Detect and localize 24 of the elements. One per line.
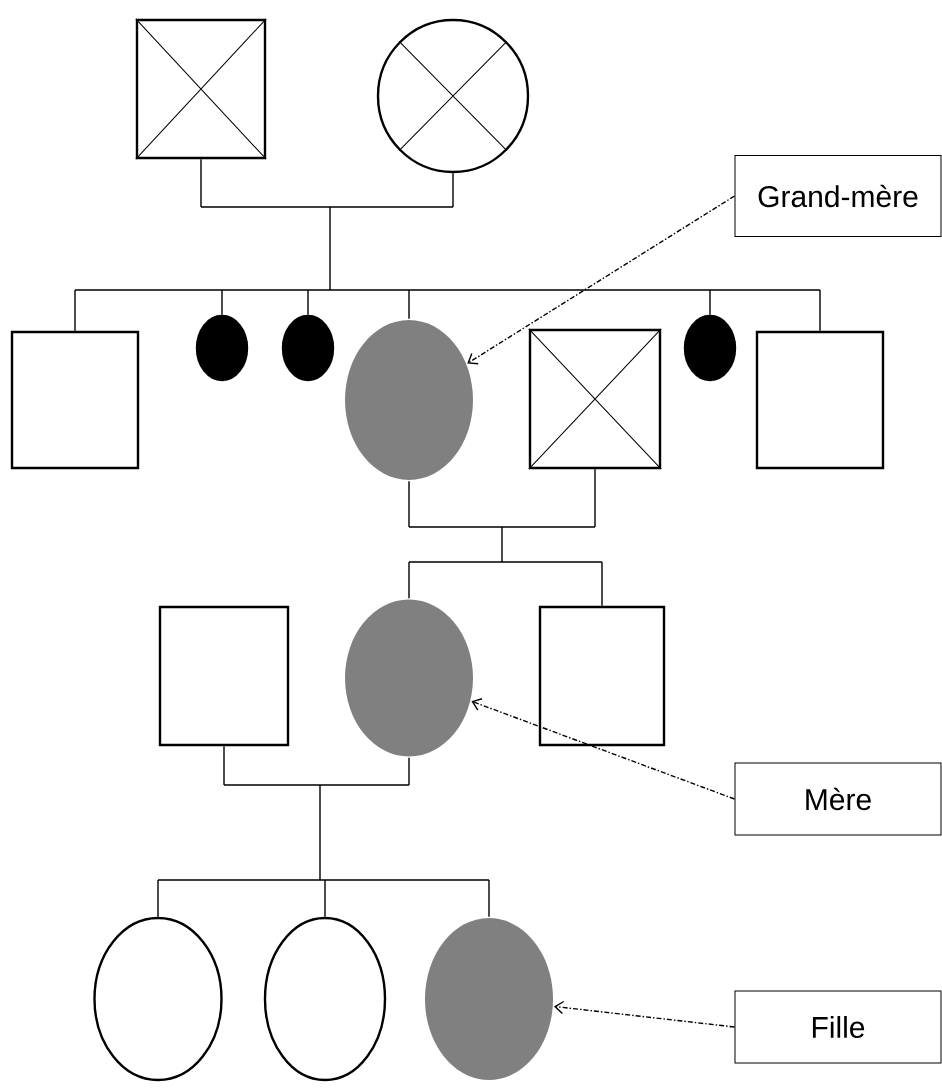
affected-female-oval: [345, 599, 473, 757]
crossed-circle: [376, 18, 530, 174]
affected-female-oval: [425, 918, 553, 1080]
affected-female-oval: [345, 320, 473, 480]
pedigree-line: [408, 468, 603, 607]
female-circle: [93, 916, 223, 1082]
callout-box: Fille: [734, 990, 942, 1064]
leader-line: [553, 1000, 736, 1028]
male-square: [755, 330, 885, 470]
male-square: [10, 330, 140, 470]
crossed-square: [528, 328, 662, 470]
crossed-square: [135, 18, 267, 160]
pedigree-line: [157, 745, 490, 918]
small-filled-circle: [281, 314, 335, 382]
callout-box: Mère: [734, 762, 942, 836]
leader-line: [467, 195, 736, 365]
male-square: [538, 605, 666, 747]
leader-line: [471, 698, 736, 800]
male-square: [158, 605, 290, 747]
callout-box: Grand-mère: [734, 155, 942, 237]
pedigree-line: [74, 158, 821, 332]
small-filled-circle: [195, 314, 249, 382]
small-filled-circle: [683, 314, 737, 382]
female-circle: [263, 916, 387, 1082]
